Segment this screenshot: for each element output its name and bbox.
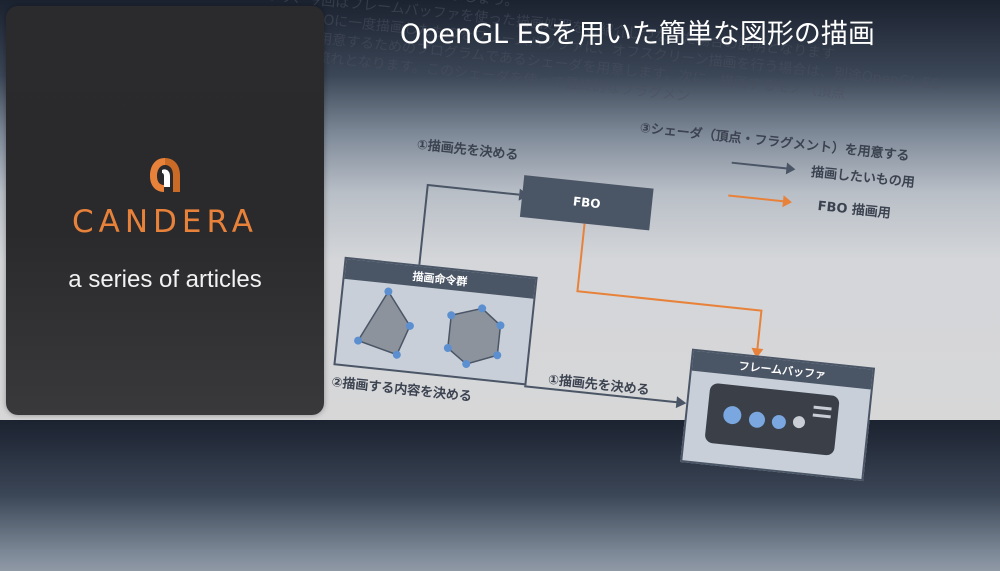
dashboard-illustration [705, 383, 840, 456]
article-title: OpenGL ESを用いた簡単な図形の描画 [400, 19, 875, 50]
shapes-illustration [354, 287, 505, 369]
framebuffer-panel: フレームバッファ [680, 348, 876, 482]
brand-card: CANDERA a series of articles [6, 6, 324, 415]
draw-commands-panel: 描画命令群 [333, 256, 538, 386]
pipeline-diagram-arrows [418, 183, 764, 409]
brand-name: CANDERA [72, 204, 258, 240]
candera-logo-icon [150, 158, 180, 192]
card-tagline: a series of articles [68, 266, 262, 293]
